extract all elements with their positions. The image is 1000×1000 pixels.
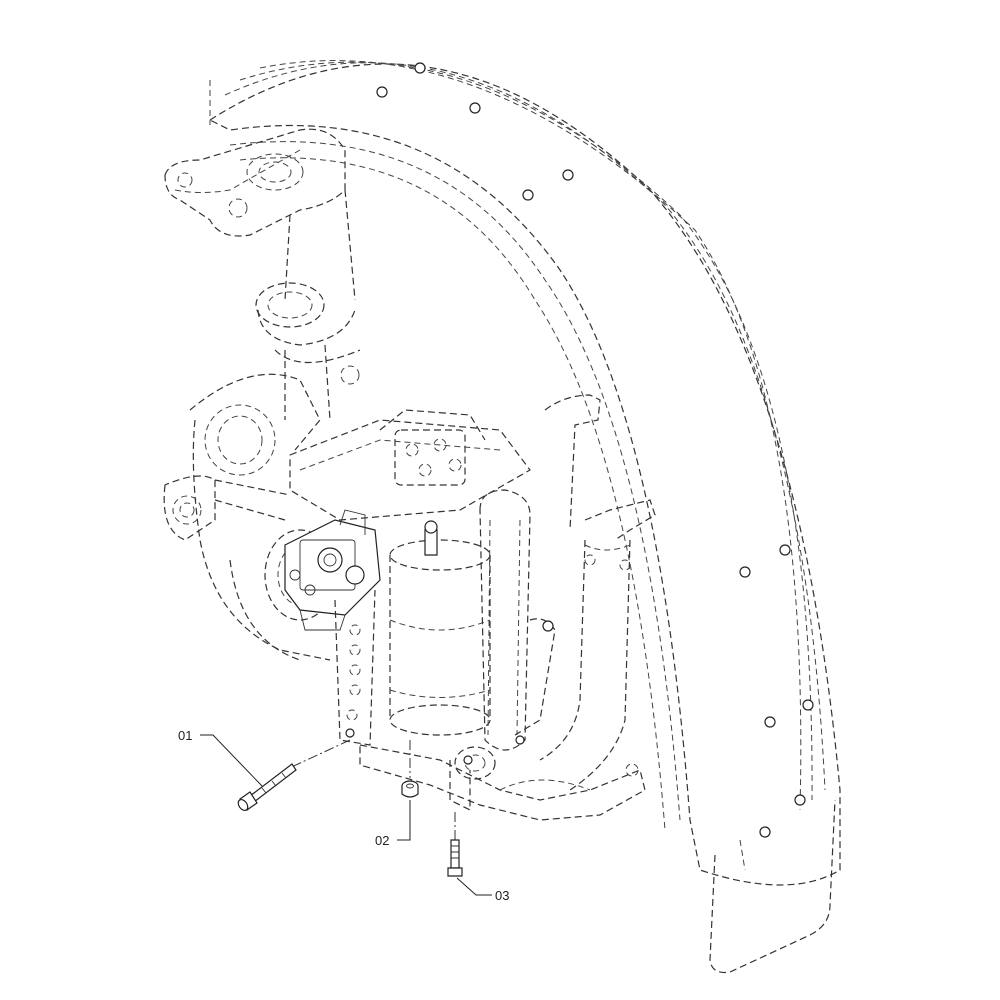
valve-block xyxy=(394,429,466,486)
hydraulic-strut xyxy=(479,394,656,791)
callout-03-label: 03 xyxy=(495,888,509,903)
callout-01-label: 01 xyxy=(178,728,192,743)
accumulator-cylinder xyxy=(389,520,491,736)
callout-03: 03 xyxy=(456,877,509,903)
exploded-fasteners xyxy=(237,739,463,877)
hydraulic-pump xyxy=(284,509,381,631)
fender-outline xyxy=(208,60,841,974)
part-02-nut-icon xyxy=(401,780,419,798)
part-01-bolt-icon xyxy=(237,763,297,812)
part-03-bolt-icon xyxy=(447,839,463,877)
callout-01: 01 xyxy=(178,728,263,787)
wheel-hub xyxy=(163,373,336,661)
mounting-bracket xyxy=(334,589,376,746)
callout-02: 02 xyxy=(375,800,411,848)
fender-bolt-icon xyxy=(376,62,814,838)
steering-arm xyxy=(164,128,361,421)
cross-beam xyxy=(289,409,531,521)
lower-axle xyxy=(359,735,646,821)
callout-02-label: 02 xyxy=(375,833,389,848)
